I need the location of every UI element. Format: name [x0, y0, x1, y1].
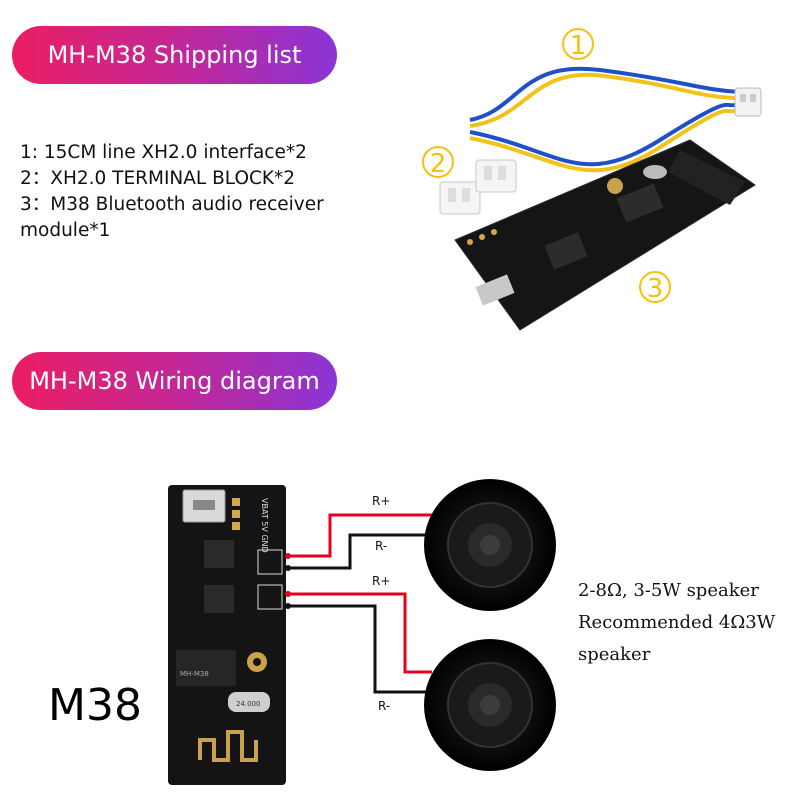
pin-label: VBAT 5V GND [260, 498, 269, 553]
wire-label-r-minus: R- [375, 539, 387, 553]
speaker-spec-line: 2-8Ω, 3-5W speaker [578, 580, 759, 601]
callout-1: 1 [562, 28, 594, 61]
speaker-top [424, 479, 556, 611]
speaker-spec: 2-8Ω, 3-5W speaker Recommended 4Ω3W spea… [578, 575, 798, 671]
callout-3-label: 3 [647, 274, 664, 304]
shipping-list-title: MH-M38 Shipping list [47, 41, 302, 69]
list-item: 1: 15CM line XH2.0 interface*2 [20, 142, 307, 163]
list-item: 2：XH2.0 TERMINAL BLOCK*2 [20, 168, 296, 189]
wiring-diagram-title: MH-M38 Wiring diagram [29, 367, 320, 395]
speaker-spec-line: speaker [578, 644, 651, 665]
chip-label: MH-M38 [180, 670, 209, 678]
list-item: 3：M38 Bluetooth audio receiver module*1 [20, 194, 324, 241]
module-label: M38 [48, 680, 142, 731]
speaker-bottom [424, 639, 556, 771]
callout-2: 2 [422, 146, 454, 179]
callout-3: 3 [639, 271, 671, 304]
terminal-block-illustration [439, 159, 517, 215]
speaker-spec-line: Recommended 4Ω3W [578, 612, 776, 633]
crystal-label: 24.000 [236, 700, 261, 708]
cable-illustration [469, 66, 762, 173]
wiring-diagram-header: MH-M38 Wiring diagram [12, 352, 337, 410]
callout-1-label: 1 [570, 31, 587, 61]
wires [285, 513, 432, 694]
wire-label-r-plus: R+ [372, 494, 390, 508]
callout-2-label: 2 [430, 149, 447, 179]
wire-label-r-plus: R+ [372, 574, 390, 588]
wire-label-r-minus: R- [378, 699, 390, 713]
module-photo [454, 139, 756, 331]
shipping-list: 1: 15CM line XH2.0 interface*2 2：XH2.0 T… [20, 140, 405, 244]
shipping-list-header: MH-M38 Shipping list [12, 26, 337, 84]
m38-board: VBAT 5V GND MH-M38 24.000 [168, 485, 286, 785]
